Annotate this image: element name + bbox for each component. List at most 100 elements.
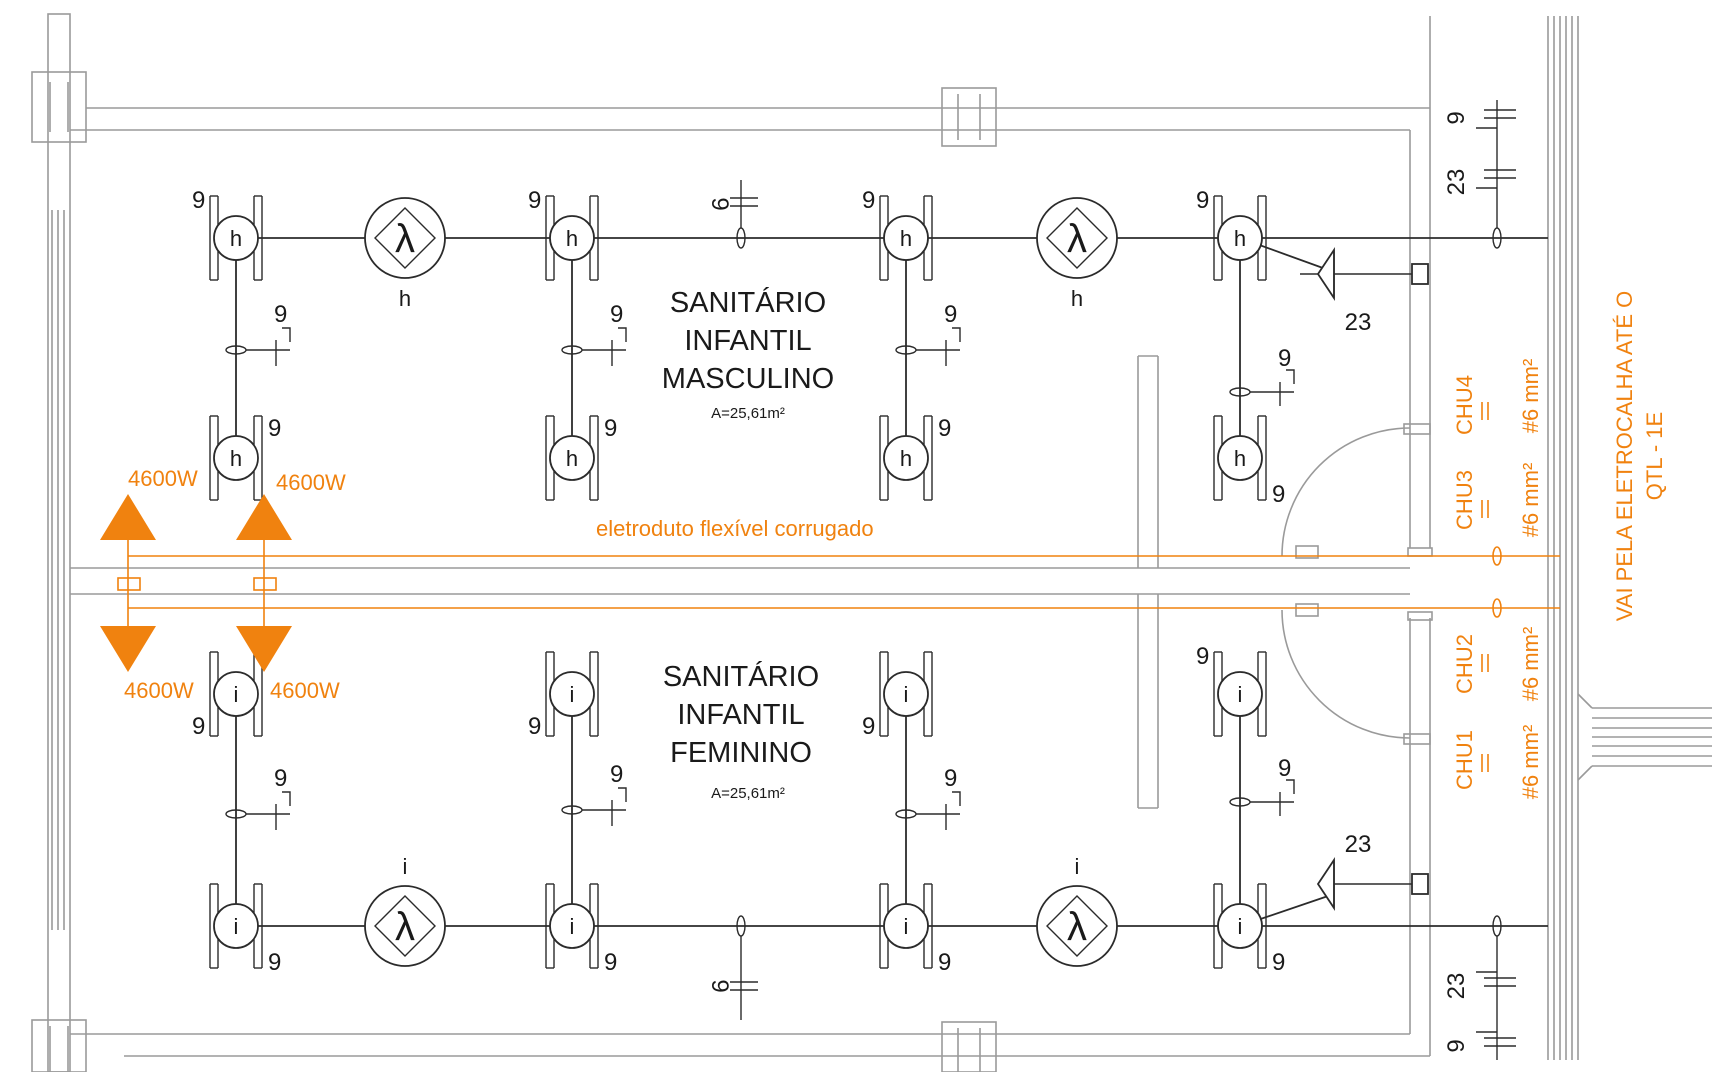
luminaire-m-bot-2-circuit: 9 (604, 415, 617, 442)
luminaire-f-bot-3-circuit: 9 (938, 949, 951, 976)
crossing-right-top-23: 23 (1443, 169, 1470, 196)
chu4-label: CHU4 (1452, 375, 1477, 435)
luminaire-f-bot-3: i9 (879, 883, 951, 976)
switch-f2: 9 (561, 761, 627, 826)
exhaust-fan-top: 23 (1300, 247, 1429, 336)
crossing-right-top-9: 9 (1443, 111, 1470, 124)
luminaire-f-bot-1: i9 (209, 883, 281, 976)
crossing-right-top: 9 23 (1443, 100, 1516, 249)
chu1-gauge: #6 mm² (1518, 725, 1543, 800)
luminaire-m-top-4-circuit: 9 (1196, 187, 1209, 214)
crossing-top-label: 9 (706, 197, 733, 210)
luminaire-f-bot-2: i9 (545, 883, 617, 976)
emergency-light-f-1: λi (364, 854, 446, 967)
emergency-light-m-2-symbol: λ (1067, 217, 1087, 261)
shower-power-3: 4600W (124, 678, 194, 703)
luminaire-f-bot-1-letter: i (234, 914, 239, 939)
chu-tick-marks (1481, 402, 1489, 772)
luminaire-m-bot-2-letter: h (566, 446, 578, 471)
emergency-light-f-1-symbol: λ (395, 905, 415, 949)
room-feminino-title-1: SANITÁRIO (663, 660, 819, 693)
emergency-light-f-2: λi (1036, 854, 1118, 967)
exhaust-fan-bottom: 23 (1316, 831, 1429, 911)
emergency-light-f-2-symbol: λ (1067, 905, 1087, 949)
luminaire-f-top-1-circuit: 9 (192, 713, 205, 740)
switch-f4-label: 9 (1278, 755, 1291, 782)
shower-power-1: 4600W (128, 466, 198, 491)
emergency-light-f-1-letter: i (403, 854, 408, 879)
shower-circuit-labels: CHU4 CHU3 CHU2 CHU1 #6 mm² #6 mm² #6 mm²… (1452, 359, 1543, 800)
shower-up-right (236, 494, 292, 540)
luminaire-f-top-3-letter: i (904, 682, 909, 707)
shower-conduits (117, 528, 1560, 636)
luminaire-f-bot-4-letter: i (1238, 914, 1243, 939)
luminaire-m-top-1-circuit: 9 (192, 187, 205, 214)
switch-m1-label: 9 (274, 301, 287, 328)
shower-up-left (100, 494, 156, 540)
luminaire-f-bot-2-letter: i (570, 914, 575, 939)
switch-m3: 9 (895, 301, 961, 366)
switch-f3: 9 (895, 765, 961, 830)
switch-f2-label: 9 (610, 761, 623, 788)
switch-f1-label: 9 (274, 765, 287, 792)
luminaire-m-bot-3-letter: h (900, 446, 912, 471)
luminaire-f-top-2-circuit: 9 (528, 713, 541, 740)
chu4-gauge: #6 mm² (1518, 359, 1543, 434)
conduit-crossings: 9 9 9 23 (706, 100, 1516, 1060)
luminaire-f-bot-1-circuit: 9 (268, 949, 281, 976)
crossing-right-bottom-23: 23 (1443, 973, 1470, 1000)
conduit-label: eletroduto flexível corrugado (596, 516, 874, 541)
room-masculino-title-1: SANITÁRIO (670, 286, 826, 319)
luminaire-m-bot-1-circuit: 9 (268, 415, 281, 442)
riser-note-line1: VAI PELA ELETROCALHA ATÉ O (1612, 291, 1637, 622)
luminaire-m-bot-1: h9 (209, 415, 281, 501)
luminaire-m-top-3: h9 (862, 187, 933, 281)
crossing-bottom-label: 9 (706, 979, 733, 992)
luminaire-m-top-4-letter: h (1234, 226, 1246, 251)
luminaire-m-bot-1-letter: h (230, 446, 242, 471)
emergency-light-m-1: λh (364, 197, 446, 311)
riser-note-line2: QTL - 1E (1642, 412, 1667, 500)
switch-m4-label: 9 (1278, 345, 1291, 372)
luminaire-f-top-1-letter: i (234, 682, 239, 707)
shower-power-4: 4600W (270, 678, 340, 703)
luminaire-f-bot-2-circuit: 9 (604, 949, 617, 976)
room-feminino-area: A=25,61m² (711, 785, 785, 802)
switch-f4: 9 (1229, 755, 1295, 816)
luminaire-f-top-4-letter: i (1238, 682, 1243, 707)
luminaire-f-top-4-circuit: 9 (1196, 643, 1209, 670)
luminaire-m-bot-4: h9 (1213, 415, 1285, 508)
luminaire-m-bot-4-circuit: 9 (1272, 481, 1285, 508)
switch-m2: 9 (561, 301, 627, 366)
chu2-gauge: #6 mm² (1518, 627, 1543, 702)
riser-note: VAI PELA ELETROCALHA ATÉ O QTL - 1E (1612, 291, 1667, 622)
luminaire-m-top-1-letter: h (230, 226, 242, 251)
switch-m2-label: 9 (610, 301, 623, 328)
switches: 9 9 9 9 9 (225, 301, 1295, 830)
switch-f3-label: 9 (944, 765, 957, 792)
room-feminino: SANITÁRIO INFANTIL FEMININO A=25,61m² (663, 660, 819, 802)
walls (31, 13, 1712, 1072)
room-masculino-area: A=25,61m² (711, 405, 785, 422)
luminaire-f-top-2-letter: i (570, 682, 575, 707)
luminaire-f-bot-4: i9 (1213, 883, 1285, 976)
shower-power-2: 4600W (276, 470, 346, 495)
exhaust-fan-bottom-label: 23 (1345, 831, 1372, 858)
room-masculino-title-2: INFANTIL (684, 325, 811, 357)
luminaire-f-top-4: i9 (1196, 643, 1267, 737)
chu3-label: CHU3 (1452, 470, 1477, 530)
luminaire-m-bot-3: h9 (879, 415, 951, 501)
emergency-light-m-1-symbol: λ (395, 217, 415, 261)
luminaire-f-bot-4-circuit: 9 (1272, 949, 1285, 976)
luminaire-m-bot-4-letter: h (1234, 446, 1246, 471)
luminaire-m-top-1: h9 (192, 187, 263, 281)
crossing-bottom-middle: 9 (706, 915, 758, 1020)
luminaire-m-top-3-circuit: 9 (862, 187, 875, 214)
shower-down-right (236, 626, 292, 672)
shower-units: 4600W 4600W 4600W 4600W (100, 466, 346, 703)
room-feminino-title-3: FEMININO (670, 737, 812, 769)
luminaire-m-top-4: h9 (1196, 187, 1267, 281)
crossing-right-bottom-9: 9 (1443, 1039, 1470, 1052)
